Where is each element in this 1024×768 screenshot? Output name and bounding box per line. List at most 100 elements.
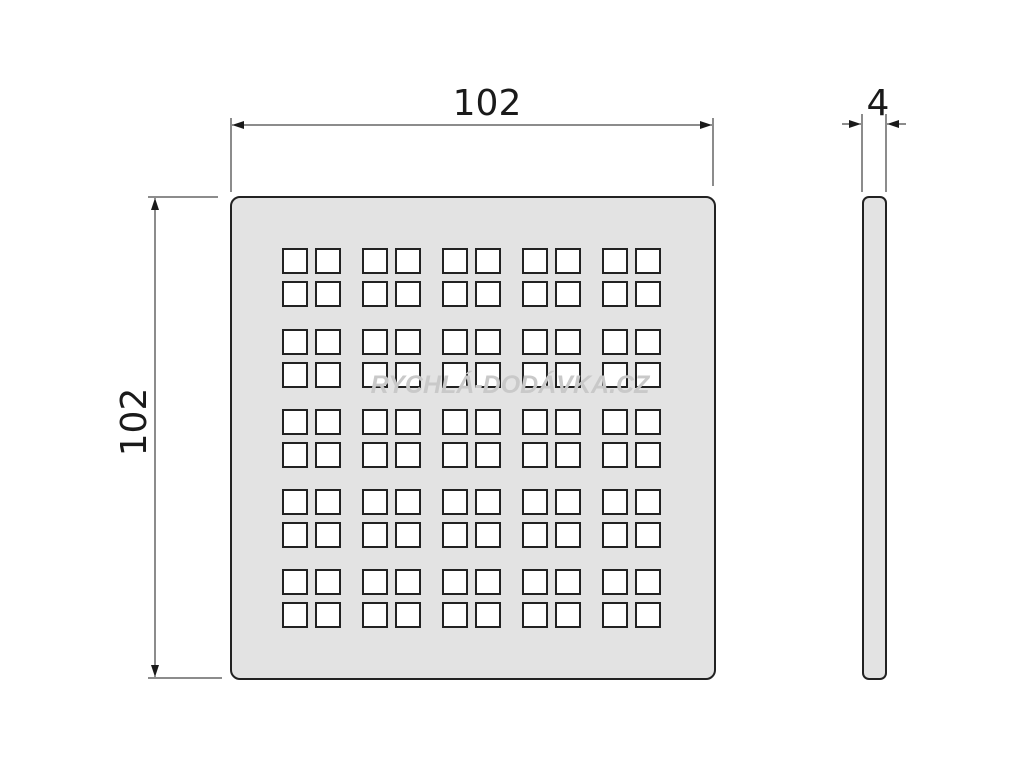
drain-hole xyxy=(475,442,501,468)
drain-hole xyxy=(315,522,341,548)
drain-hole xyxy=(442,569,468,595)
height-dimension: 102 xyxy=(114,196,222,679)
grate-front-view: RYCHLÁ-DODÁVKA.CZ xyxy=(230,196,716,680)
drain-hole xyxy=(362,602,388,628)
drain-hole xyxy=(635,442,661,468)
hole-grid xyxy=(282,248,661,628)
grate-side-view xyxy=(862,196,887,680)
grate-side-profile xyxy=(862,196,887,680)
drain-hole xyxy=(442,409,468,435)
drain-hole xyxy=(555,281,581,307)
drain-hole xyxy=(442,522,468,548)
drain-hole xyxy=(635,281,661,307)
drain-hole xyxy=(522,409,548,435)
drain-hole xyxy=(555,409,581,435)
drain-hole xyxy=(602,602,628,628)
drain-hole xyxy=(635,602,661,628)
drain-hole xyxy=(282,281,308,307)
drain-hole xyxy=(602,248,628,274)
drain-hole xyxy=(555,489,581,515)
drain-hole xyxy=(555,248,581,274)
drain-hole xyxy=(315,362,341,388)
drain-hole xyxy=(395,602,421,628)
drain-hole xyxy=(315,569,341,595)
drain-hole xyxy=(555,569,581,595)
drain-hole xyxy=(475,362,501,388)
drain-hole xyxy=(282,329,308,355)
drain-hole xyxy=(522,362,548,388)
drain-hole xyxy=(315,409,341,435)
drain-hole xyxy=(395,489,421,515)
drain-hole xyxy=(395,442,421,468)
drain-hole xyxy=(602,522,628,548)
drain-hole xyxy=(635,522,661,548)
drain-hole xyxy=(522,329,548,355)
drain-hole xyxy=(522,281,548,307)
drain-hole xyxy=(282,569,308,595)
drain-hole xyxy=(362,329,388,355)
watermark: RYCHLÁ-DODÁVKA.CZ xyxy=(371,370,651,399)
drain-hole xyxy=(522,602,548,628)
drain-hole xyxy=(475,489,501,515)
drain-hole xyxy=(315,281,341,307)
drain-hole xyxy=(362,522,388,548)
drain-hole xyxy=(602,442,628,468)
drain-hole xyxy=(315,442,341,468)
drain-hole xyxy=(442,602,468,628)
drain-hole xyxy=(282,522,308,548)
grate-plate xyxy=(230,196,716,680)
drain-hole xyxy=(555,522,581,548)
drain-hole xyxy=(602,409,628,435)
height-dimension-label: 102 xyxy=(114,388,155,457)
drain-hole xyxy=(522,522,548,548)
drain-hole xyxy=(522,248,548,274)
drain-hole xyxy=(362,489,388,515)
drain-hole xyxy=(555,602,581,628)
drain-hole xyxy=(522,569,548,595)
drain-hole xyxy=(362,248,388,274)
drain-hole xyxy=(282,489,308,515)
drain-hole xyxy=(282,442,308,468)
drain-hole xyxy=(395,248,421,274)
drain-hole xyxy=(315,602,341,628)
drain-hole xyxy=(602,362,628,388)
drain-hole xyxy=(522,442,548,468)
drain-hole xyxy=(282,409,308,435)
width-dimension-label: 102 xyxy=(453,83,522,124)
drain-hole xyxy=(395,409,421,435)
drain-hole xyxy=(522,489,548,515)
drain-hole xyxy=(475,248,501,274)
drain-hole xyxy=(602,329,628,355)
drain-hole xyxy=(362,281,388,307)
drain-hole xyxy=(635,489,661,515)
drain-hole xyxy=(315,489,341,515)
drain-hole xyxy=(395,362,421,388)
width-dimension: 102 xyxy=(230,83,714,192)
drain-hole xyxy=(395,569,421,595)
drain-hole xyxy=(635,569,661,595)
drain-hole xyxy=(362,409,388,435)
drain-hole xyxy=(442,281,468,307)
drain-hole xyxy=(602,281,628,307)
drain-hole xyxy=(282,602,308,628)
drain-hole xyxy=(475,602,501,628)
thickness-dimension: 4 xyxy=(842,83,906,192)
drain-hole xyxy=(475,329,501,355)
drain-hole xyxy=(635,409,661,435)
drain-hole xyxy=(282,362,308,388)
drain-hole xyxy=(395,281,421,307)
drain-hole xyxy=(395,522,421,548)
drain-hole xyxy=(362,569,388,595)
drain-hole xyxy=(635,248,661,274)
drain-hole xyxy=(315,329,341,355)
thickness-dimension-label: 4 xyxy=(867,83,890,124)
drain-hole xyxy=(602,489,628,515)
drain-hole xyxy=(475,522,501,548)
drain-hole xyxy=(442,329,468,355)
drain-hole xyxy=(442,362,468,388)
drain-hole xyxy=(315,248,341,274)
drain-hole xyxy=(475,569,501,595)
drain-hole xyxy=(635,329,661,355)
drain-hole xyxy=(555,362,581,388)
